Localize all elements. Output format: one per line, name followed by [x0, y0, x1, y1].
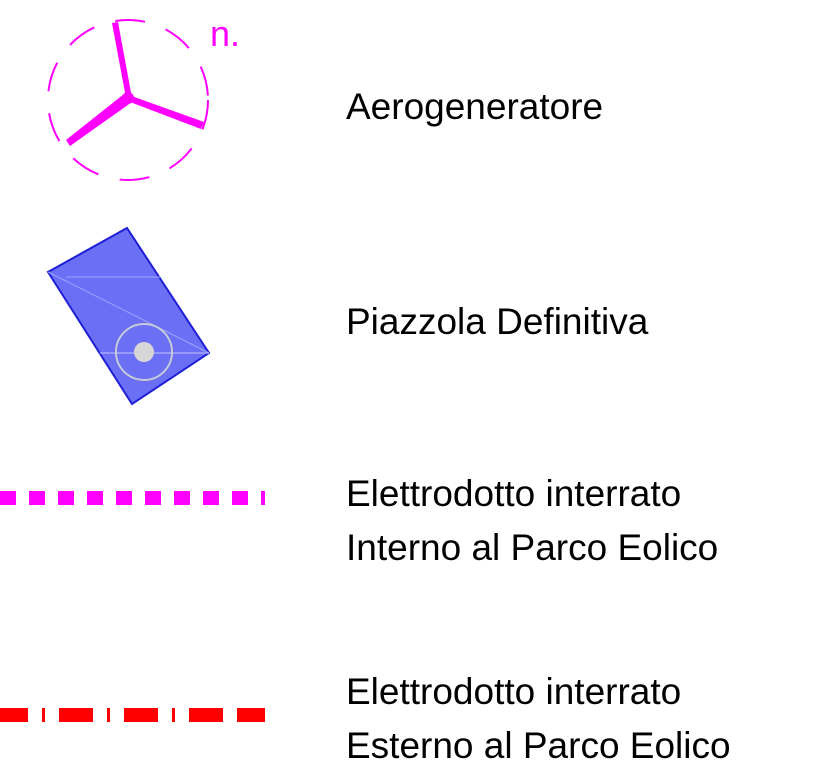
- legend-label-elettrodotto-esterno: Elettrodotto interrato Esterno al Parco …: [346, 665, 731, 773]
- legend-label-piazzola: Piazzola Definitiva: [346, 301, 649, 342]
- legend-label-elettrodotto-interno-line1: Elettrodotto interrato: [346, 473, 682, 514]
- legend-label-elettrodotto-interno: Elettrodotto interrato Interno al Parco …: [346, 467, 718, 575]
- legend-label-elettrodotto-esterno-line1: Elettrodotto interrato: [346, 671, 682, 712]
- wind-turbine-icon: [47, 19, 209, 181]
- pad-icon: [46, 226, 211, 406]
- legend-label-elettrodotto-esterno-line2: Esterno al Parco Eolico: [346, 725, 731, 766]
- turbine-number-marker: n.: [210, 13, 241, 54]
- external-cable-line-symbol: [0, 708, 265, 722]
- legend-label-elettrodotto-interno-line2: Interno al Parco Eolico: [346, 527, 719, 568]
- legend-label-aerogeneratore: Aerogeneratore: [346, 86, 604, 127]
- internal-cable-line-symbol: [0, 491, 265, 505]
